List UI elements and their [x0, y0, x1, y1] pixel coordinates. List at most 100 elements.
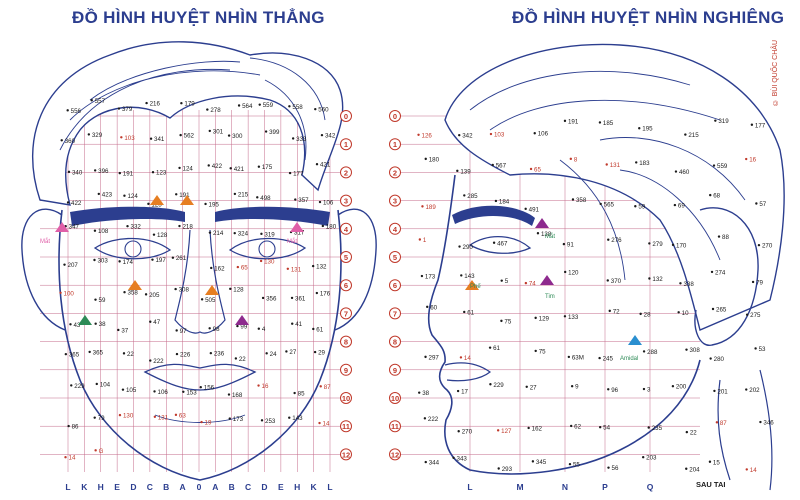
side-acupoint-label: 120	[568, 269, 579, 276]
front-acupoint-dot	[178, 166, 181, 170]
front-column-letter: A	[212, 482, 218, 492]
front-acupoint-dot	[117, 328, 120, 332]
side-acupoint-label: 3	[647, 387, 651, 394]
front-acupoint-dot	[311, 264, 315, 268]
side-acupoint-label: 59	[638, 204, 645, 211]
side-row-marker: 10	[389, 392, 401, 404]
front-acupoint-dot	[265, 352, 268, 355]
front-acupoint-label: 215	[238, 191, 249, 198]
front-acupoint-dot	[313, 350, 317, 354]
front-acupoint-label: 173	[233, 416, 244, 423]
front-acupoint-dot	[291, 322, 294, 325]
side-acupoint-dot	[500, 319, 503, 323]
side-acupoint-label: 274	[715, 269, 726, 276]
side-acupoint-dot	[494, 199, 498, 203]
front-acupoint-dot	[319, 385, 322, 388]
front-acupoint-dot	[182, 390, 185, 394]
side-row-label: 5	[393, 253, 397, 262]
front-acupoint-label: 128	[157, 232, 168, 239]
front-acupoint-dot	[95, 382, 98, 386]
side-row-label: 11	[391, 422, 399, 431]
front-acupoint-dot	[229, 287, 232, 291]
side-acupoint-label: 200	[676, 384, 687, 391]
front-acupoint-dot	[315, 162, 319, 166]
side-acupoint-dot	[639, 312, 642, 316]
front-acupoint-dot	[67, 170, 71, 174]
side-acupoint-dot	[424, 157, 427, 161]
side-row-label: 8	[393, 338, 397, 347]
front-acupoint-label: 319	[264, 231, 275, 238]
front-acupoint-label: 356	[266, 295, 277, 302]
side-acupoint-label: 139	[460, 168, 471, 175]
side-acupoint-label: 65	[534, 166, 541, 173]
side-acupoint-dot	[607, 466, 610, 469]
front-chin-line	[154, 414, 246, 423]
side-acupoint-label: 138	[541, 231, 552, 238]
side-row-marker: 3	[389, 194, 401, 207]
side-acupoint-dot	[452, 456, 455, 459]
front-right-eye-zone-label: Mắt	[287, 238, 297, 245]
front-row-marker: 10	[340, 392, 352, 404]
side-mouth	[444, 362, 492, 382]
side-acupoint-label: 143	[464, 273, 475, 280]
side-acupoint-label: 72	[613, 308, 620, 315]
side-acupoint-dot	[460, 274, 463, 277]
front-acupoint-label: 43	[73, 322, 80, 329]
front-column-letter: B	[229, 482, 235, 492]
front-acupoint-label: 207	[68, 262, 79, 269]
front-acupoint-dot	[175, 352, 179, 356]
front-acupoint-dot	[290, 296, 294, 300]
front-row-label: 7	[344, 309, 348, 318]
side-acupoint-label: 275	[750, 312, 761, 319]
front-eyebrow-band-right	[215, 206, 330, 226]
front-acupoint-label: 97	[180, 328, 187, 335]
front-acupoint-label: 360	[65, 138, 76, 145]
accent-triangle	[290, 222, 304, 232]
front-acupoint-dot	[175, 193, 178, 196]
front-row-label: 4	[344, 225, 349, 234]
side-acupoint-dot	[671, 243, 675, 247]
front-acupoint-label: 16	[262, 383, 269, 390]
side-acupoint-label: 56	[612, 465, 619, 472]
front-acupoint-dot	[175, 329, 178, 332]
side-acupoint-dot	[423, 417, 427, 420]
front-acupoint-label: 340	[72, 169, 83, 176]
side-callout-label: Phế	[470, 284, 481, 290]
front-acupoint-dot	[70, 384, 73, 387]
front-acupoint-label: 396	[98, 168, 109, 175]
front-acupoint-label: 108	[98, 228, 109, 235]
side-acupoint-label: 55	[573, 462, 580, 469]
front-acupoint-dot	[209, 351, 213, 355]
front-acupoint-dot	[93, 258, 96, 262]
front-acupoint-dot	[236, 265, 240, 269]
side-row-marker: 9	[389, 363, 401, 376]
front-acupoint-dot	[64, 456, 67, 459]
front-acupoint-label: 180	[326, 223, 337, 230]
front-acupoint-dot	[320, 133, 324, 137]
front-acupoint-label: 214	[213, 230, 224, 237]
front-acupoint-dot	[288, 105, 291, 108]
front-acupoint-label: 422	[212, 163, 223, 170]
side-acupoint-label: 14	[750, 467, 757, 474]
side-row-marker: 2	[389, 166, 401, 179]
front-row-marker: 6	[340, 279, 352, 292]
front-acupoint-label: 131	[291, 266, 302, 273]
front-acupoint-dot	[64, 352, 68, 356]
side-eyebrow	[452, 205, 535, 226]
side-acupoint-label: 61	[467, 309, 474, 316]
side-acupoint-label: 75	[539, 348, 546, 355]
side-acupoint-dot	[677, 311, 680, 314]
side-acupoint-label: 1	[423, 237, 427, 244]
side-acupoint-label: 215	[688, 132, 699, 139]
front-row-marker: 7	[340, 307, 352, 320]
side-acupoint-dot	[647, 426, 650, 429]
side-acupoint-label: 132	[652, 276, 663, 283]
side-acupoint-dot	[531, 460, 535, 463]
front-acupoint-label: 59	[99, 297, 106, 304]
front-acupoint-dot	[66, 201, 70, 204]
front-acupoint-label: 324	[238, 231, 249, 238]
side-acupoint-dot	[563, 119, 567, 123]
front-column-letter: 0	[197, 482, 202, 492]
